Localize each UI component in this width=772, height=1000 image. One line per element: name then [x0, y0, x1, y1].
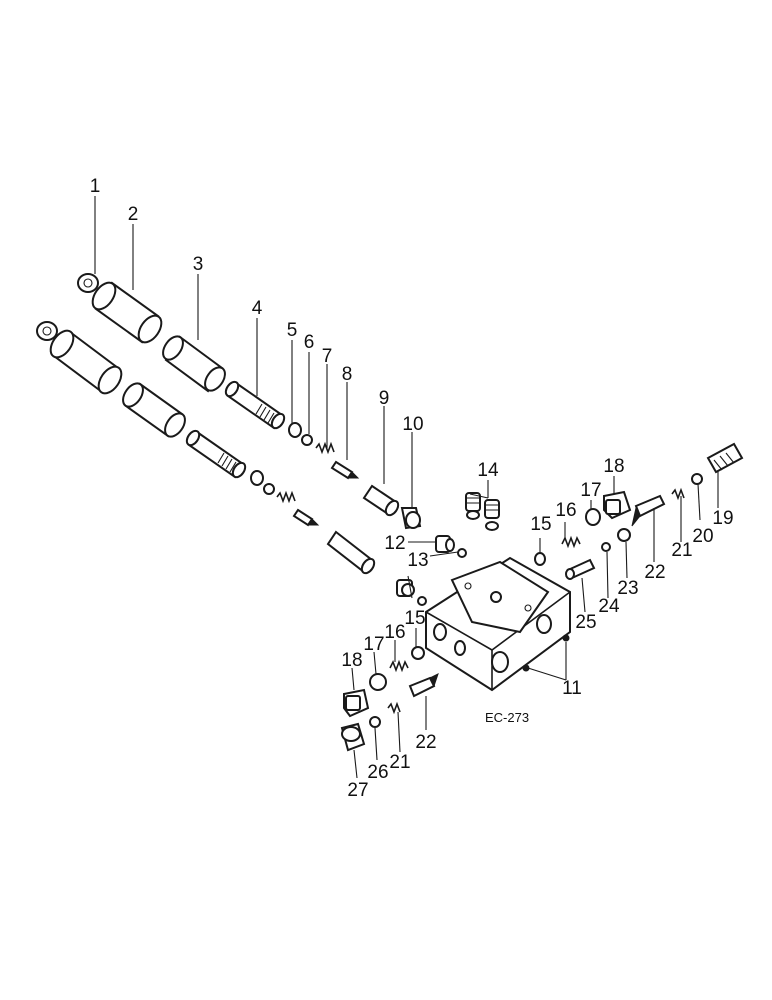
washer-part	[301, 434, 313, 446]
pin-part	[292, 508, 320, 527]
washer-part	[369, 673, 387, 691]
callout-25: 25	[575, 612, 596, 633]
callout-16-upper: 16	[555, 500, 576, 521]
upper-spool-assembly	[77, 273, 422, 530]
o-ring-part	[601, 542, 611, 552]
callout-2: 2	[128, 204, 139, 225]
valve-spool-part	[224, 380, 286, 430]
plug-part	[400, 507, 422, 530]
washer-part	[617, 528, 631, 542]
sleeve-part	[162, 335, 226, 393]
nut-part	[36, 321, 58, 341]
callout-6: 6	[304, 332, 315, 353]
fittings-group	[396, 492, 500, 606]
callout-4: 4	[252, 298, 263, 319]
callout-26: 26	[367, 762, 388, 783]
callout-17-lower: 17	[363, 634, 384, 655]
valve-body	[425, 556, 571, 692]
sleeve-part	[49, 329, 123, 395]
callout-17-upper: 17	[580, 480, 601, 501]
figure-code: EC-273	[485, 710, 529, 725]
washer-part	[288, 422, 302, 438]
poppet-part	[631, 494, 666, 527]
spring-part	[276, 490, 296, 504]
leader-lines	[94, 196, 719, 779]
valve-spool-part	[185, 429, 247, 479]
fitting-part	[484, 499, 500, 531]
valve-seat-part	[565, 558, 596, 580]
callout-18-upper: 18	[603, 456, 624, 477]
pin-part	[330, 460, 360, 480]
fitting-part	[435, 535, 455, 553]
callout-20: 20	[692, 526, 713, 547]
sleeve-part	[91, 281, 163, 344]
callout-15-lower: 15	[404, 608, 425, 629]
nut-part	[77, 273, 99, 293]
adjuster-screw-part	[706, 442, 744, 474]
callout-18-lower: 18	[341, 650, 362, 671]
callout-5: 5	[287, 320, 298, 341]
washer-part	[369, 716, 381, 728]
callout-7: 7	[322, 346, 333, 367]
callout-15-upper: 15	[530, 514, 551, 535]
callout-3: 3	[193, 254, 204, 275]
sleeve-part	[362, 484, 400, 517]
hex-plug-part	[343, 688, 370, 718]
spring-part	[387, 701, 401, 715]
callout-11: 11	[562, 678, 582, 699]
sleeve-part	[326, 530, 376, 575]
callout-22-lower: 22	[415, 732, 436, 753]
callout-9: 9	[379, 388, 390, 409]
callout-19: 19	[712, 508, 733, 529]
callout-24: 24	[598, 596, 620, 617]
washer-part	[691, 473, 703, 485]
washer-part	[411, 646, 425, 660]
fitting-part	[396, 579, 415, 597]
o-ring-part	[457, 548, 467, 558]
washer-part	[534, 552, 546, 566]
poppet-part	[408, 673, 439, 698]
callout-1: 1	[90, 176, 101, 197]
callout-13: 13	[407, 550, 428, 571]
callout-8: 8	[342, 364, 353, 385]
washer-part	[585, 508, 601, 526]
cap-plug-part	[340, 722, 366, 752]
o-ring-part	[417, 596, 427, 606]
left-relief-valve-parts	[340, 646, 439, 752]
fitting-part	[465, 492, 481, 520]
right-relief-valve-parts	[534, 442, 744, 580]
hex-plug-part	[603, 490, 632, 520]
spring-part	[389, 659, 409, 673]
callout-23: 23	[617, 578, 638, 599]
lower-spool-assembly	[36, 321, 376, 575]
callout-21-lower: 21	[389, 752, 410, 773]
callout-16-lower: 16	[384, 622, 405, 643]
spring-part	[315, 441, 335, 455]
spring-part	[671, 487, 685, 501]
callout-10: 10	[402, 414, 423, 435]
callout-labels: 1 2 3 4 5 6 7 8 9 10 11 12 13 14 15 16 1…	[90, 176, 734, 801]
sleeve-part	[122, 382, 186, 438]
callout-12: 12	[384, 533, 405, 554]
callout-21-upper: 21	[671, 540, 692, 561]
callout-14: 14	[477, 460, 499, 481]
washer-part	[263, 483, 275, 495]
callout-27: 27	[347, 780, 368, 801]
washer-part	[250, 470, 264, 486]
callout-22-upper: 22	[644, 562, 665, 583]
